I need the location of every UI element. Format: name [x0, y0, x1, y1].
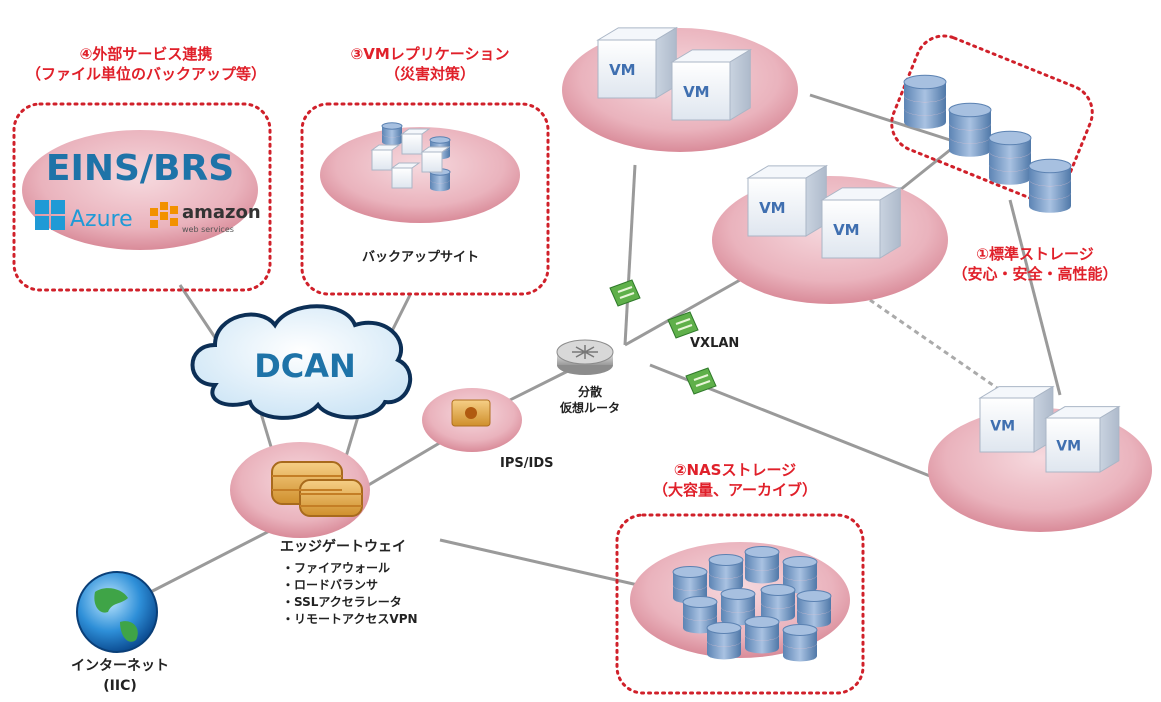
feature-remote-vpn: ・リモートアクセスVPN: [282, 612, 418, 626]
mini-vm-icon: [400, 128, 431, 155]
cloud-shape: [190, 304, 413, 420]
mini-vm-icon: [370, 144, 401, 171]
dcan-cloud: DCAN: [190, 304, 413, 420]
database-icon: [782, 556, 818, 594]
eins-brs-logo: EINS/BRS: [46, 148, 234, 189]
vm-label: VM: [1056, 438, 1081, 454]
ips-icon: [451, 399, 491, 427]
vm-label: VM: [609, 61, 636, 79]
vxlan-switch-icon: [609, 279, 641, 307]
azure-label: Azure: [70, 207, 133, 232]
vm-label: VM: [990, 418, 1015, 434]
line-ips-router: [499, 368, 571, 407]
database-icon: [988, 130, 1032, 185]
amazon-label: amazon: [182, 202, 261, 223]
nas-title-line: ②NASストレージ: [673, 461, 797, 479]
router-icon: [556, 339, 614, 375]
line-router-vm1: [623, 164, 637, 346]
service-logos: EINS/BRS Azure amazon web services: [35, 148, 261, 234]
nas-subtitle-line: （大容量、アーカイブ）: [652, 481, 818, 499]
vm-cube-icon: VM: [746, 164, 829, 237]
vxlan-switches: [609, 279, 717, 395]
feature-load-balancer: ・ロードバランサ: [282, 578, 379, 592]
vm-cube-icon: VM: [978, 385, 1055, 453]
vm-cubes: VM VM VM VM VM VM: [596, 26, 1121, 473]
database-icon: [782, 624, 818, 662]
mini-vm-icon: [390, 162, 421, 189]
ips-label: IPS/IDS: [500, 456, 554, 471]
vm-cube-icon: VM: [670, 48, 753, 121]
feature-firewall: ・ファイアウォール: [282, 561, 391, 575]
outline-external: [12, 102, 272, 292]
gateway-feature-list: ・ファイアウォール ・ロードバランサ ・SSLアクセラレータ ・リモートアクセス…: [282, 560, 418, 628]
database-icon: [708, 554, 744, 592]
external-group-title: ④外部サービス連携 （ファイル単位のバックアップ等）: [26, 44, 266, 84]
line-vm1-storage: [809, 93, 951, 142]
backup-site-label: バックアップサイト: [362, 250, 480, 265]
vm-label: VM: [683, 83, 710, 101]
vxlan-switch-icon: [667, 311, 699, 339]
database-icon: [903, 74, 947, 129]
internet-label: インターネット (IIC): [60, 656, 180, 696]
router-label: 分散 仮想ルータ: [560, 384, 620, 416]
vm-cube-icon: VM: [596, 26, 679, 99]
replication-group-title: ③VMレプリケーション （災害対策）: [320, 44, 540, 84]
standard-title-line: ①標準ストレージ: [976, 245, 1094, 263]
line-storage-vm3: [1008, 199, 1062, 396]
outline-nas: [615, 513, 865, 695]
line-router-vm2: [624, 278, 741, 347]
backup-mini-vms: [370, 128, 451, 189]
feature-ssl-accelerator: ・SSLアクセラレータ: [282, 595, 402, 609]
line-external-dcan: [178, 284, 222, 346]
internet-label-line1: インターネット: [71, 658, 169, 674]
database-icon: [706, 622, 742, 660]
database-icon: [760, 584, 796, 622]
vxlan-switch-icon: [685, 367, 717, 395]
standard-group-title: ①標準ストレージ （安心・安全・高性能）: [935, 244, 1135, 284]
aws-sub-label: web services: [182, 225, 234, 234]
router-label-line2: 仮想ルータ: [560, 401, 621, 415]
database-icon: [744, 616, 780, 654]
line-gateway-nas: [439, 538, 661, 592]
vxlan-label: VXLAN: [690, 336, 740, 351]
aws-logo-icon: [150, 202, 178, 228]
vm-cube-icon: VM: [1044, 405, 1121, 473]
azure-logo-icon: [35, 200, 65, 230]
mini-vm-icon: [420, 146, 451, 173]
database-icon: [744, 546, 780, 584]
router-label-line1: 分散: [577, 385, 602, 399]
standard-subtitle-line: （安心・安全・高性能）: [952, 265, 1118, 283]
replication-title-line: ③VMレプリケーション: [350, 45, 510, 63]
globe-icon: [76, 571, 158, 653]
replication-subtitle-line: （災害対策）: [384, 65, 475, 83]
internet-label-line2: (IIC): [103, 678, 137, 694]
cloud-label: DCAN: [254, 347, 356, 385]
disc-backup: [320, 127, 520, 223]
line-vm2-vm3-dashed: [869, 298, 1001, 392]
database-icon: [381, 122, 403, 146]
external-title-line: ④外部サービス連携: [79, 45, 213, 63]
group-outlines: [12, 34, 1094, 695]
database-icon: [796, 590, 832, 628]
external-subtitle-line: （ファイル単位のバックアップ等）: [26, 65, 267, 83]
vm-label: VM: [833, 221, 860, 239]
outline-standard: [890, 34, 1094, 202]
disc-external: [22, 130, 258, 250]
database-icon: [1028, 158, 1072, 213]
db-cylinders: [381, 74, 1072, 662]
gateway-title: エッジゲートウェイ: [280, 539, 406, 555]
gateway-icon: [271, 461, 363, 517]
vm-cube-icon: VM: [820, 186, 903, 259]
outline-replication: [300, 102, 550, 296]
nas-group-title: ②NASストレージ （大容量、アーカイブ）: [630, 460, 840, 500]
vm-label: VM: [759, 199, 786, 217]
line-vm2-storage: [899, 148, 951, 192]
database-icon: [948, 102, 992, 157]
